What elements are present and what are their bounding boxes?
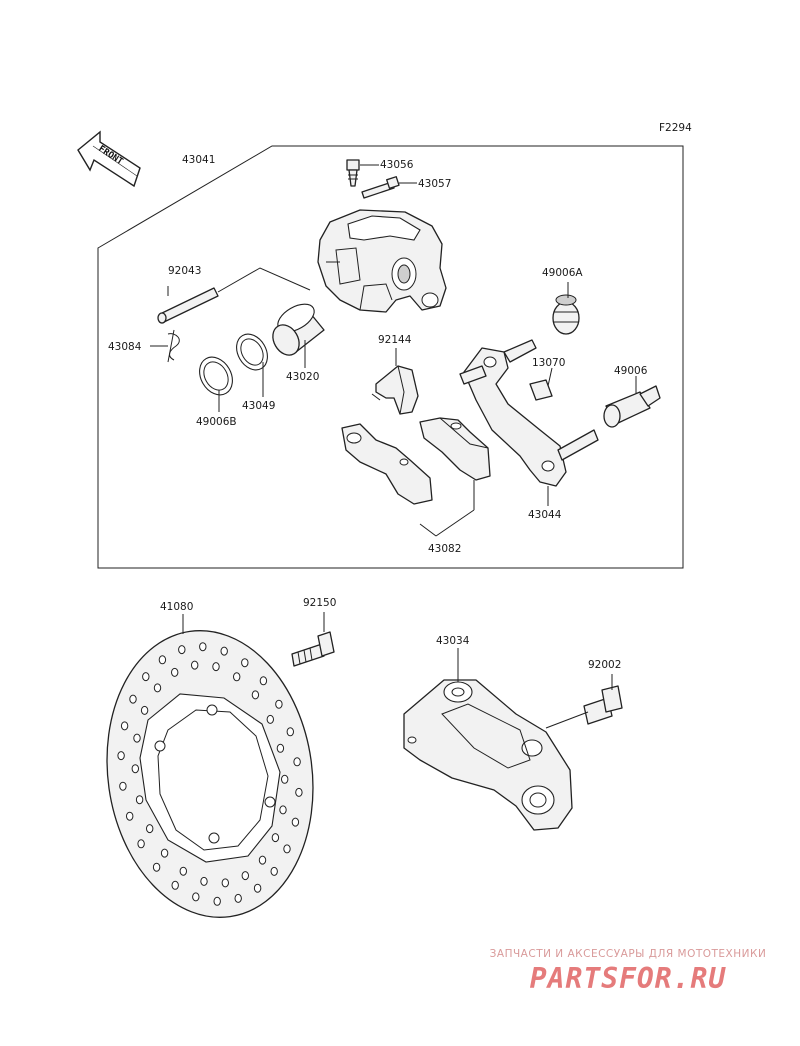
disc-vent-hole xyxy=(120,721,129,731)
label-43049: 43049 xyxy=(242,400,275,412)
disc-vent-hole xyxy=(126,811,134,821)
disc-vent-hole xyxy=(133,733,141,743)
disc-vent-hole xyxy=(286,727,294,737)
disc-vent-hole xyxy=(271,833,280,843)
disc-vent-hole xyxy=(279,805,287,815)
pad-spring-part xyxy=(371,365,419,415)
label-49006a: 49006A xyxy=(542,267,583,279)
disc-vent-hole xyxy=(220,646,228,656)
disc-vent-hole xyxy=(253,883,262,893)
label-43034: 43034 xyxy=(436,635,470,647)
disc-vent-hole xyxy=(259,676,268,686)
front-arrow-icon: FRONT xyxy=(77,130,141,188)
disc-vent-hole xyxy=(283,844,291,854)
brake-pad-outer-part xyxy=(419,417,491,481)
dust-seal-part xyxy=(199,356,233,396)
disc-vent-hole xyxy=(153,683,162,693)
disc-vent-hole xyxy=(293,757,301,767)
brake-pad-inner-part xyxy=(341,423,433,505)
leader-43082 xyxy=(419,480,475,537)
label-92002: 92002 xyxy=(588,659,621,671)
disc-vent-hole xyxy=(234,893,242,903)
disc-vent-hole xyxy=(275,699,283,709)
disc-vent-hole xyxy=(131,764,140,774)
caliper-bracket-part xyxy=(459,339,599,487)
leader-92043-b xyxy=(217,267,311,293)
disc-vent-hole xyxy=(140,705,149,715)
disc-vent-holes xyxy=(117,642,303,906)
label-43020: 43020 xyxy=(286,371,319,383)
label-41080: 41080 xyxy=(160,601,193,613)
disc-vent-hole xyxy=(233,672,241,682)
disc-vent-hole xyxy=(221,878,230,888)
diagram-code: F2294 xyxy=(659,122,692,134)
disc-vent-hole xyxy=(291,817,300,827)
brake-disc-part xyxy=(106,630,314,918)
leader-13070 xyxy=(547,367,553,387)
disc-vent-hole xyxy=(137,839,145,849)
label-43041: 43041 xyxy=(182,154,215,166)
disc-vent-hole xyxy=(171,667,179,677)
disc-vent-hole xyxy=(295,787,303,797)
disc-vent-hole xyxy=(171,880,179,890)
watermark: ЗАПЧАСТИ И АКСЕССУАРЫ ДЛЯ МОТОТЕХНИКИ PA… xyxy=(478,948,778,995)
pin-clip-part xyxy=(167,329,180,363)
watermark-logo: PARTSFOR.RU xyxy=(529,962,727,995)
label-43056: 43056 xyxy=(380,159,414,171)
disc-vent-hole xyxy=(213,896,221,906)
label-49006b: 49006B xyxy=(196,416,237,428)
disc-vent-hole xyxy=(281,774,289,784)
disc-vent-hole xyxy=(129,694,137,704)
disc-vent-hole xyxy=(270,866,278,876)
mount-bolt-part xyxy=(545,685,623,729)
disc-vent-hole xyxy=(199,642,207,652)
bleeder-cap-part xyxy=(361,176,400,199)
label-92043: 92043 xyxy=(168,265,201,277)
caliper-assembly-frame xyxy=(97,145,684,569)
disc-vent-hole xyxy=(251,690,260,700)
disc-vent-hole xyxy=(241,658,249,668)
disc-vent-hole xyxy=(135,795,144,805)
disc-vent-hole xyxy=(212,662,220,672)
label-92150: 92150 xyxy=(303,597,336,609)
label-49006: 49006 xyxy=(614,365,648,377)
disc-vent-hole xyxy=(119,781,127,791)
bleeder-valve-part xyxy=(346,159,360,187)
disc-vent-hole xyxy=(160,848,169,858)
disc-vent-hole xyxy=(178,645,186,655)
piston-seal-part xyxy=(236,333,268,371)
disc-vent-hole xyxy=(258,855,267,865)
boot-49006-part xyxy=(603,385,661,428)
caliper-pin-part xyxy=(157,287,219,324)
label-43057: 43057 xyxy=(418,178,451,190)
disc-vent-hole xyxy=(191,660,199,670)
disc-vent-hole xyxy=(192,892,200,902)
label-13070: 13070 xyxy=(532,357,565,369)
disc-vent-hole xyxy=(266,714,274,724)
label-43082: 43082 xyxy=(428,543,461,555)
disc-vent-hole xyxy=(142,672,150,682)
disc-vent-hole xyxy=(117,751,125,761)
disc-vent-hole xyxy=(276,743,285,753)
boot-49006a-part xyxy=(552,294,580,335)
caliper-mount-bracket-part xyxy=(403,679,573,831)
disc-vent-hole xyxy=(179,866,188,876)
label-43044: 43044 xyxy=(528,509,562,521)
piston-part xyxy=(272,303,325,356)
disc-vent-hole xyxy=(200,876,208,886)
disc-bolt-part xyxy=(291,631,335,667)
disc-vent-hole xyxy=(146,824,154,834)
disc-vent-hole xyxy=(152,862,161,872)
label-92144: 92144 xyxy=(378,334,412,346)
disc-vent-hole xyxy=(158,655,167,665)
label-43084: 43084 xyxy=(108,341,142,353)
caliper-body-part xyxy=(317,209,447,313)
retainer-13070-part xyxy=(529,379,553,401)
watermark-tagline: ЗАПЧАСТИ И АКСЕССУАРЫ ДЛЯ МОТОТЕХНИКИ xyxy=(489,948,767,960)
disc-vent-hole xyxy=(241,871,250,881)
